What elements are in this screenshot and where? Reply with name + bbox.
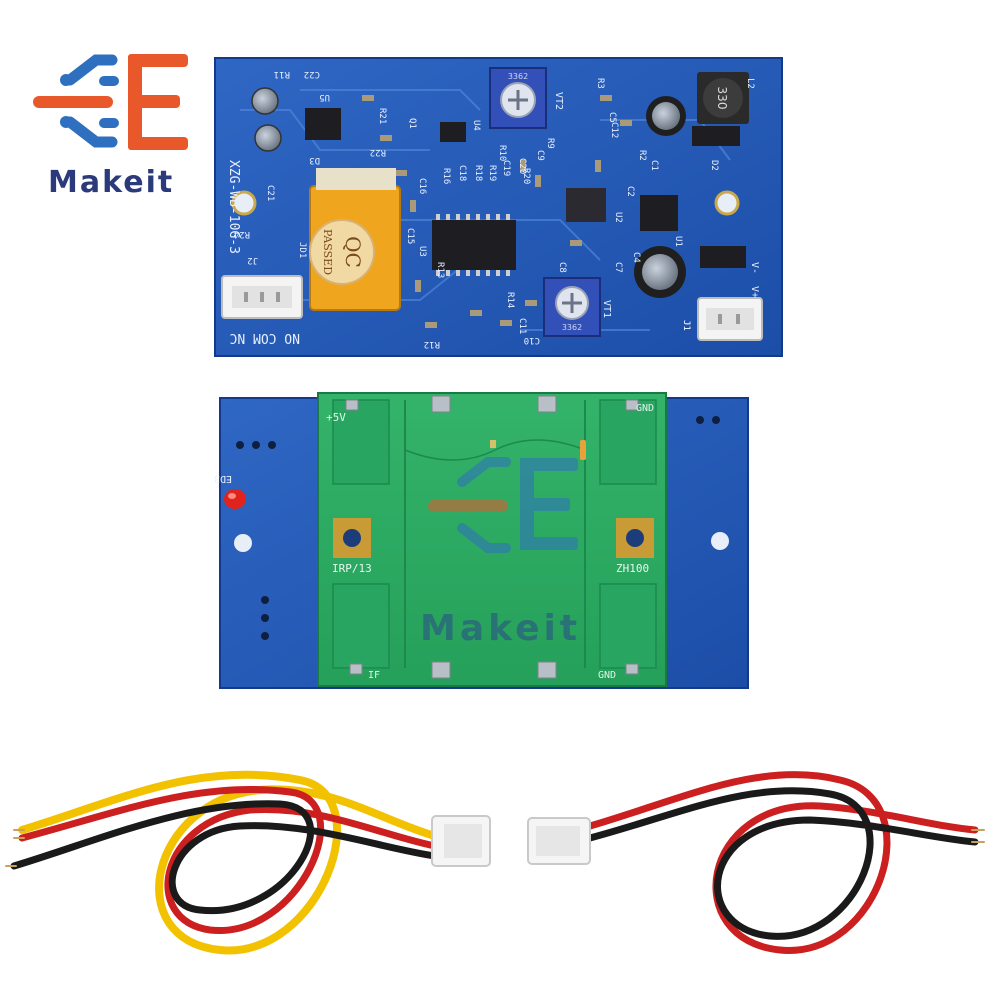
component-label: C19 <box>501 160 511 176</box>
ic-chip <box>305 108 341 140</box>
component-label: R9 <box>545 138 555 149</box>
diode <box>692 126 740 146</box>
component-label: C16 <box>417 178 427 194</box>
if-label: IF <box>368 670 380 681</box>
gnd-label-bottom: GND <box>598 670 616 681</box>
component-label: U1 <box>673 236 683 247</box>
mount-hole <box>711 532 729 550</box>
component-label: R2 <box>637 150 647 161</box>
capacitor <box>251 87 282 152</box>
component-label: J1 <box>681 320 691 331</box>
watermark-text: Makeit <box>420 608 581 649</box>
terminal-j1 <box>697 297 763 341</box>
component-label: L2 <box>745 78 755 89</box>
board-model-label: XZG-WB-10G-3 <box>226 160 241 254</box>
component-label: C20 <box>517 158 527 174</box>
makeit-logo: Makeit <box>33 54 188 200</box>
led-label: ED3 <box>214 473 232 484</box>
terminal-j2-label: NO COM NC <box>230 330 300 345</box>
component-label: U3 <box>417 246 427 257</box>
component-label: R16 <box>441 168 451 184</box>
power-plus-label: V+ <box>749 286 760 298</box>
relay: QC PASSED <box>309 168 401 311</box>
component-label: C2 <box>625 186 635 197</box>
svg-text:330: 330 <box>715 87 729 110</box>
component-label: R24 <box>234 229 250 239</box>
component-label: C9 <box>535 150 545 161</box>
pot-vt2-label: VT2 <box>553 92 564 110</box>
led-indicator <box>224 489 246 509</box>
three-wire-cable <box>5 770 491 955</box>
two-wire-cable <box>527 771 985 954</box>
component-label: R22 <box>370 147 386 157</box>
terminal-j2 <box>221 275 303 319</box>
connector-3pin <box>431 815 491 867</box>
connector-2pin <box>527 817 591 865</box>
mount-hole <box>234 534 252 552</box>
component-label: R21 <box>377 108 387 124</box>
mount-hole <box>714 190 740 216</box>
left-code-label: IRP/13 <box>332 562 372 575</box>
component-label: R18 <box>473 165 483 181</box>
power-minus-label: V- <box>749 262 760 274</box>
component-label: R12 <box>424 339 440 349</box>
capacitor <box>634 96 686 298</box>
component-label: R10 <box>497 145 507 161</box>
svg-text:3362: 3362 <box>562 323 582 332</box>
component-label: C21 <box>265 185 275 201</box>
logo-wordmark: Makeit <box>48 165 174 200</box>
component-label: R20 <box>521 168 531 184</box>
component-label: U4 <box>471 120 481 131</box>
terminal-j1-id: J1 <box>681 320 691 331</box>
gnd-label-top: GND <box>636 403 654 414</box>
pot-vt1-label: VT1 <box>601 300 612 318</box>
component-label: JD1 <box>297 242 307 258</box>
component-label: C5 <box>607 112 617 123</box>
component-label: R14 <box>505 292 515 308</box>
transistor <box>440 122 466 142</box>
qc-sticker <box>309 219 375 285</box>
component-label: Q1 <box>407 118 417 129</box>
diode <box>700 246 746 268</box>
radar-module: ED3 +5V GND GND IF IRP/13 ZH100 <box>214 392 749 689</box>
plus5v-label: +5V <box>326 411 346 424</box>
component-label: R3 <box>595 78 605 89</box>
ic-chip <box>432 220 516 270</box>
right-code-label: ZH100 <box>616 562 649 575</box>
inductor: 330 <box>697 72 749 124</box>
logo-mark <box>33 54 188 150</box>
component-label: C7 <box>613 262 623 273</box>
component-label: C18 <box>457 165 467 181</box>
component-label: U5 <box>319 92 330 102</box>
component-label: D2 <box>709 160 719 171</box>
mount-hole <box>231 190 257 216</box>
watermark-logo <box>428 457 578 553</box>
terminal-j2-id: J2 <box>247 255 258 265</box>
component-label: C22 <box>304 69 320 79</box>
potentiometer-vt1: 3362 <box>543 277 601 337</box>
component-label: R19 <box>487 165 497 181</box>
svg-text:3362: 3362 <box>508 72 528 81</box>
control-board: QC PASSED 3362 3362 330 <box>214 57 783 357</box>
component-label: C10 <box>524 335 540 345</box>
component-label: C15 <box>405 228 415 244</box>
component-label: C8 <box>557 262 567 273</box>
potentiometer-vt2: 3362 <box>489 67 547 129</box>
component-label: C11 <box>517 318 527 334</box>
qc-sticker-line2: PASSED <box>321 229 334 275</box>
component-label: R13 <box>435 262 445 278</box>
component-label: U2 <box>613 212 623 223</box>
ic-chip <box>640 195 678 231</box>
component-label: C1 <box>649 160 659 171</box>
component-label: D3 <box>309 155 320 165</box>
component-label: C12 <box>609 122 619 138</box>
component-label: C4 <box>631 252 641 263</box>
ic-chip <box>566 188 606 222</box>
qc-sticker-line1: QC <box>341 236 365 268</box>
component-label: R11 <box>274 69 290 79</box>
